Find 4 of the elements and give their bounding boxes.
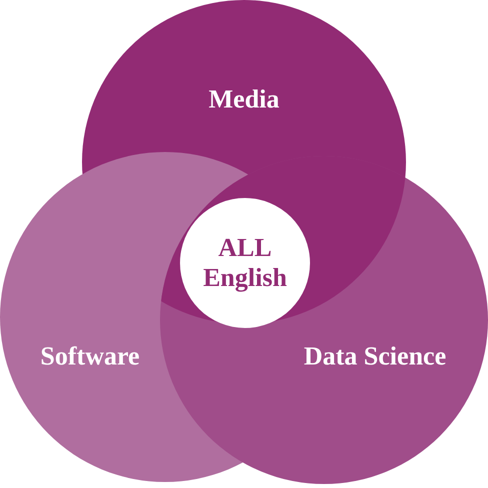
circle-label: Software <box>40 336 140 376</box>
circle-label: Data Science <box>304 336 446 376</box>
circle-label: ALL English <box>202 233 288 293</box>
circle-label: Media <box>208 80 280 118</box>
